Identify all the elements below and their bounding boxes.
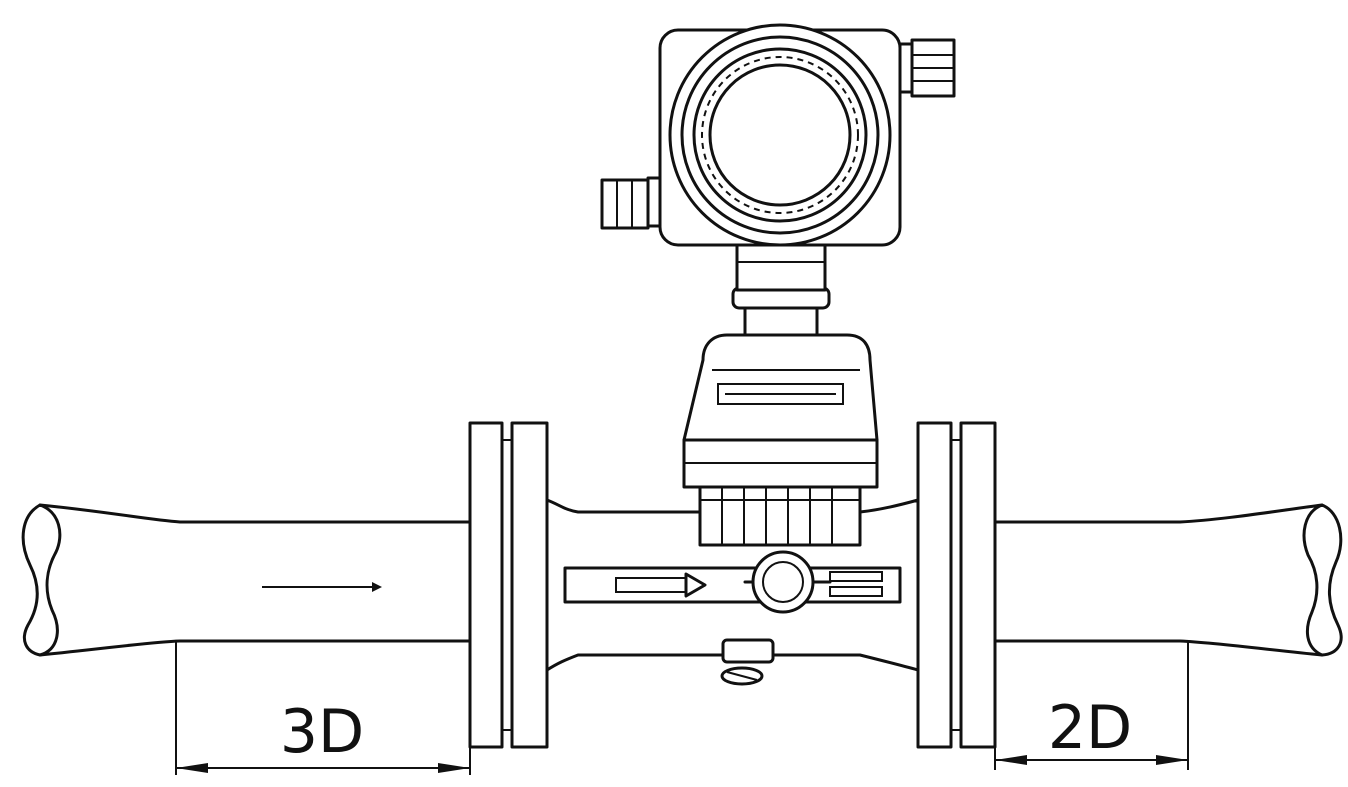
cable-gland-right bbox=[898, 38, 956, 98]
transmitter-head bbox=[658, 23, 902, 247]
upstream-pipe bbox=[21, 503, 472, 657]
downstream-flange-pair bbox=[916, 421, 997, 749]
transmitter-base bbox=[682, 333, 879, 489]
downstream-length-label: 2D bbox=[1048, 693, 1132, 763]
downstream-dimension: 2D bbox=[994, 641, 1189, 770]
downstream-pipe bbox=[993, 503, 1343, 657]
upstream-length-label: 3D bbox=[280, 697, 364, 767]
upstream-dimension: 3D bbox=[175, 641, 471, 775]
upstream-flange-pair bbox=[468, 421, 549, 749]
transmitter-neck bbox=[731, 242, 831, 337]
nameplate bbox=[717, 383, 844, 405]
sensor-neck bbox=[698, 483, 862, 547]
display-window bbox=[708, 63, 852, 207]
cable-gland-left bbox=[600, 176, 662, 230]
